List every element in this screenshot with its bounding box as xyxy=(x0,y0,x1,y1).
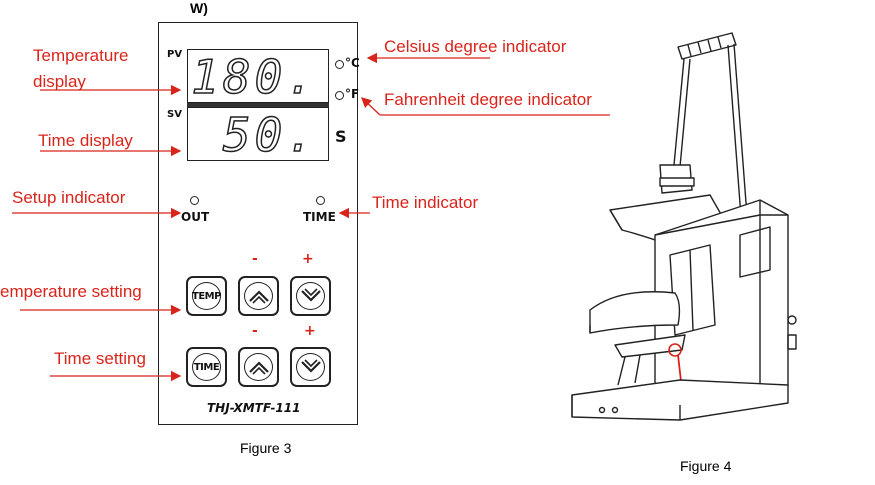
time-button[interactable]: TIME xyxy=(186,347,227,387)
out-led-icon xyxy=(190,196,199,205)
time-button-label: TIME xyxy=(192,353,221,381)
temp-up-button[interactable] xyxy=(238,276,279,316)
time-display-window: 50. xyxy=(187,107,329,163)
callout-temperature-display: Temperature display xyxy=(33,46,129,91)
chevron-down-icon xyxy=(296,282,325,310)
pv-label: PV xyxy=(167,49,183,60)
header-fragment: W) xyxy=(190,0,208,16)
temperature-display-window: 180. xyxy=(187,49,329,105)
control-panel: PV SV 180. 50. °C °F S OUT TIME - + TEMP… xyxy=(158,22,360,425)
time-led-icon xyxy=(316,196,325,205)
callout-temperature-setting: emperature setting xyxy=(0,282,142,301)
seconds-unit: S xyxy=(335,127,347,146)
plus-sign-row1: + xyxy=(302,251,314,267)
chevron-up-icon xyxy=(244,282,273,310)
minus-sign-row2: - xyxy=(252,323,258,339)
time-up-button[interactable] xyxy=(238,347,279,387)
temp-button-label: TEMP xyxy=(192,282,221,310)
pv-digits: 180. xyxy=(190,49,318,105)
callout-fahrenheit-indicator: Fahrenheit degree indicator xyxy=(384,90,592,109)
heat-press-illustration xyxy=(571,32,797,421)
fahrenheit-unit: °F xyxy=(345,87,360,101)
callout-time-setting: Time setting xyxy=(54,349,146,368)
temp-down-button[interactable] xyxy=(290,276,331,316)
model-label: THJ-XMTF-111 xyxy=(207,401,301,415)
sv-digits: 50. xyxy=(222,107,318,163)
callout-setup-indicator: Setup indicator xyxy=(12,188,126,207)
display-separator xyxy=(187,103,329,107)
figure4-caption: Figure 4 xyxy=(680,458,732,474)
callout-celsius-indicator: Celsius degree indicator xyxy=(384,37,567,56)
callout-time-indicator: Time indicator xyxy=(372,193,479,212)
time-down-button[interactable] xyxy=(290,347,331,387)
chevron-up-icon xyxy=(244,353,273,381)
figure3-caption: Figure 3 xyxy=(240,440,292,456)
time-indicator-label: TIME xyxy=(303,210,336,224)
minus-sign-row1: - xyxy=(252,251,258,267)
celsius-led-icon xyxy=(335,60,344,69)
temp-button[interactable]: TEMP xyxy=(186,276,227,316)
sv-label: SV xyxy=(167,109,182,120)
plus-sign-row2: + xyxy=(304,323,316,339)
celsius-unit: °C xyxy=(345,56,360,70)
callout-time-display: Time display xyxy=(38,131,133,150)
out-label: OUT xyxy=(181,210,210,224)
chevron-down-icon xyxy=(296,353,325,381)
fahrenheit-led-icon xyxy=(335,91,344,100)
